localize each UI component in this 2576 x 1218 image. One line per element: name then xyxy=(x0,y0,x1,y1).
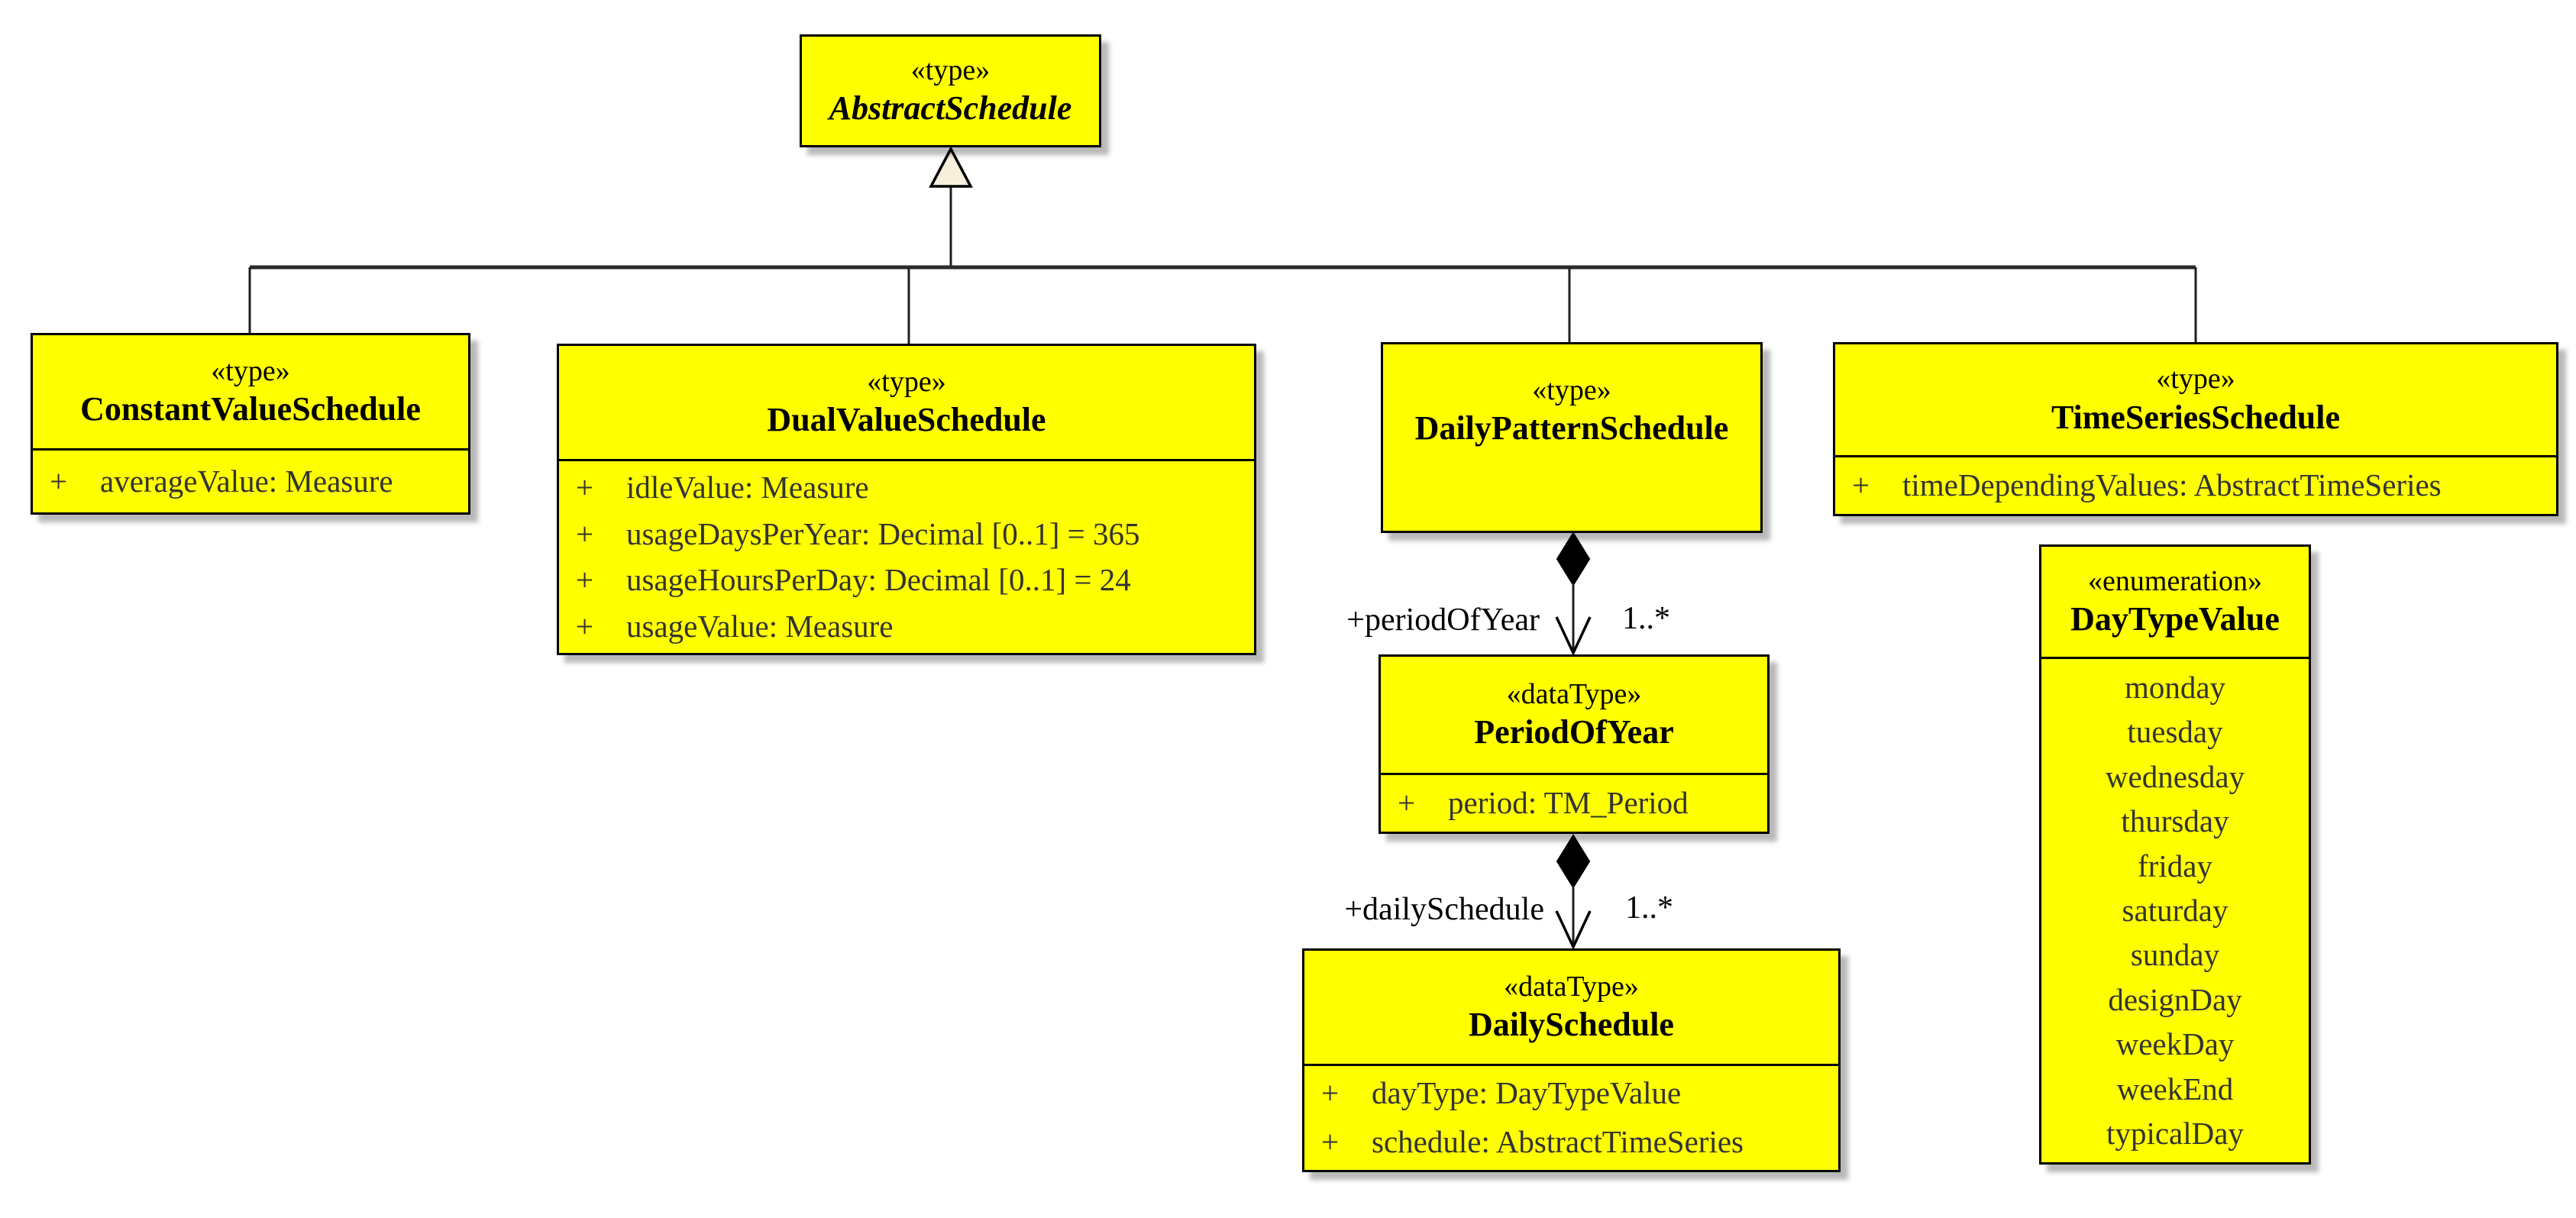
enum-literal: wednesday xyxy=(2105,758,2245,794)
attribute-visibility: + xyxy=(576,609,594,645)
class-time-series-schedule: «type» TimeSeriesSchedule + timeDependin… xyxy=(1833,342,2558,516)
enum-literal: sunday xyxy=(2130,937,2220,973)
attribute-row: + usageDaysPerYear: Decimal [0..1] = 365 xyxy=(559,515,1254,551)
attribute-row: + usageHoursPerDay: Decimal [0..1] = 24 xyxy=(559,563,1254,597)
attribute-signature: timeDependingValues: AbstractTimeSeries xyxy=(1902,467,2442,503)
class-stereotype: «enumeration» xyxy=(2088,564,2262,597)
attribute-visibility: + xyxy=(1852,467,1870,503)
enum-literal: typicalDay xyxy=(2106,1116,2244,1152)
attribute-row: + period: TM_Period xyxy=(1381,786,1767,820)
class-daily-pattern-schedule: «type» DailyPatternSchedule xyxy=(1381,342,1763,533)
generalization-triangle-icon xyxy=(929,146,973,188)
enum-literal: weekDay xyxy=(2115,1026,2235,1062)
attribute-row: + usageValue: Measure xyxy=(559,609,1254,644)
class-name: DualValueSchedule xyxy=(767,401,1046,439)
attribute-signature: period: TM_Period xyxy=(1448,785,1689,821)
class-daily-schedule: «dataType» DailySchedule + dayType: DayT… xyxy=(1302,948,1841,1172)
association-role-label: +periodOfYear xyxy=(1346,603,1540,638)
attribute-visibility: + xyxy=(1398,785,1416,821)
enum-literal: weekEnd xyxy=(2116,1071,2234,1107)
class-constant-value-schedule: «type» ConstantValueSchedule + averageVa… xyxy=(31,333,470,515)
attribute-row: + timeDependingValues: AbstractTimeSerie… xyxy=(1835,468,2556,502)
association-role-label: +dailySchedule xyxy=(1344,892,1544,927)
attribute-visibility: + xyxy=(1321,1075,1340,1111)
attribute-visibility: + xyxy=(1321,1124,1340,1160)
enum-literal: tuesday xyxy=(2127,714,2223,750)
attribute-visibility: + xyxy=(576,562,594,598)
class-name: DayTypeValue xyxy=(2070,600,2280,638)
class-name: ConstantValueSchedule xyxy=(80,390,421,428)
open-arrowhead-icon xyxy=(1555,616,1592,657)
class-stereotype: «type» xyxy=(910,53,991,86)
class-name: PeriodOfYear xyxy=(1474,713,1674,751)
class-period-of-year: «dataType» PeriodOfYear + period: TM_Per… xyxy=(1378,654,1770,834)
attribute-signature: schedule: AbstractTimeSeries xyxy=(1372,1124,1744,1160)
class-stereotype: «type» xyxy=(2156,363,2235,396)
attribute-visibility: + xyxy=(50,463,68,499)
class-name: DailySchedule xyxy=(1469,1006,1674,1044)
attribute-row: + averageValue: Measure xyxy=(33,464,468,499)
class-dual-value-schedule: «type» DualValueSchedule + idleValue: Me… xyxy=(557,344,1256,655)
class-name: AbstractSchedule xyxy=(829,89,1072,128)
multiplicity-label: 1..* xyxy=(1625,890,1673,926)
attribute-signature: averageValue: Measure xyxy=(100,463,393,499)
enum-literal: designDay xyxy=(2108,981,2242,1017)
attribute-visibility: + xyxy=(576,469,594,505)
class-stereotype: «type» xyxy=(211,354,290,387)
attribute-signature: usageHoursPerDay: Decimal [0..1] = 24 xyxy=(626,562,1131,598)
class-abstract-schedule: «type» AbstractSchedule xyxy=(800,34,1101,147)
attribute-row: + idleValue: Measure xyxy=(559,470,1254,505)
enumeration-day-type-value: «enumeration» DayTypeValue monday tuesda… xyxy=(2039,544,2311,1165)
composition-diamond-icon xyxy=(1556,834,1591,889)
class-stereotype: «type» xyxy=(1532,373,1611,406)
open-arrowhead-icon xyxy=(1555,910,1592,951)
enum-literal: thursday xyxy=(2121,803,2229,839)
class-name: TimeSeriesSchedule xyxy=(2051,398,2341,436)
attribute-row: + schedule: AbstractTimeSeries xyxy=(1304,1125,1838,1159)
enum-literal: friday xyxy=(2138,848,2212,884)
class-stereotype: «type» xyxy=(867,365,946,398)
class-stereotype: «dataType» xyxy=(1504,970,1639,1003)
attribute-signature: idleValue: Measure xyxy=(626,469,869,505)
attribute-visibility: + xyxy=(576,515,594,551)
composition-diamond-icon xyxy=(1556,531,1591,586)
attribute-row: + dayType: DayTypeValue xyxy=(1304,1076,1838,1110)
class-name: DailyPatternSchedule xyxy=(1414,409,1729,447)
enum-literal: saturday xyxy=(2122,892,2229,928)
enum-literal: monday xyxy=(2124,669,2226,705)
attribute-signature: usageDaysPerYear: Decimal [0..1] = 365 xyxy=(626,515,1140,551)
attribute-signature: dayType: DayTypeValue xyxy=(1372,1075,1682,1111)
attribute-signature: usageValue: Measure xyxy=(626,609,894,645)
multiplicity-label: 1..* xyxy=(1622,601,1670,636)
class-stereotype: «dataType» xyxy=(1506,677,1642,710)
